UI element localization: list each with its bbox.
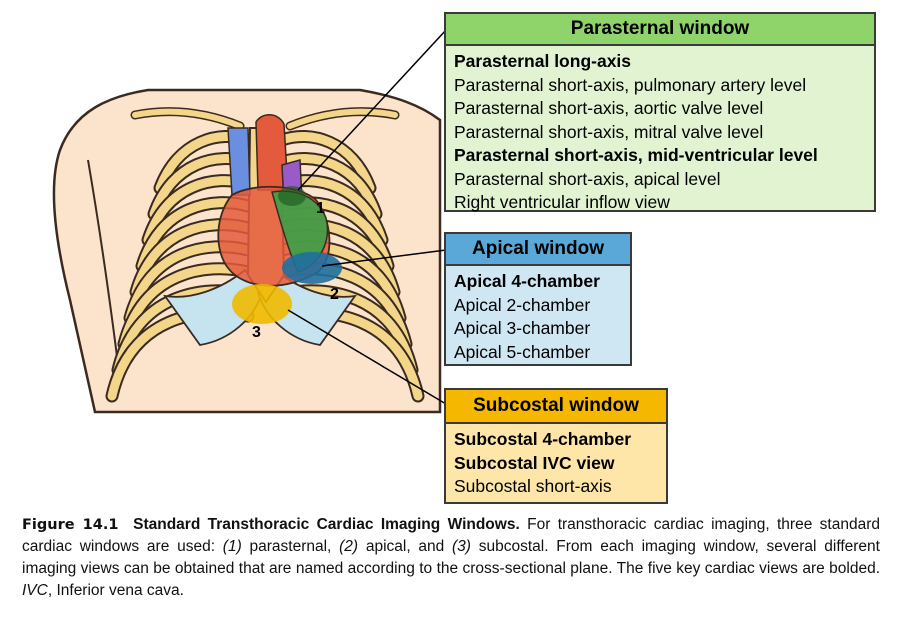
view-psax-pulmonary-artery: Parasternal short-axis, pulmonary artery… [454,74,807,95]
caption-item-3: (3) [452,538,471,555]
view-apical-5-chamber: Apical 5-chamber [454,341,591,362]
parasternal-window-header: Parasternal window [444,12,876,46]
apical-window-header: Apical window [444,232,632,266]
subcostal-views-list: Subcostal 4-chamber Subcostal IVC view S… [444,422,668,504]
parasternal-window-spot [278,186,306,206]
parasternal-leader-line [297,29,447,191]
view-rv-inflow: Right ventricular inflow view [454,192,670,212]
marker-3: 3 [252,324,261,341]
marker-2: 2 [330,286,339,303]
view-subcostal-ivc: Subcostal IVC view [454,452,615,473]
superior-vena-cava [227,127,251,196]
arm-crease-left [87,159,121,381]
caption-text-2: parasternal, [241,538,340,555]
marker-1: 1 [316,200,325,217]
view-psax-apical: Parasternal short-axis, apical level [454,168,721,189]
view-psax-aortic-valve: Parasternal short-axis, aortic valve lev… [454,98,764,118]
caption-abbreviation: IVC [22,582,48,599]
subcostal-leader-line [287,309,447,405]
caption-text-5: , Inferior vena cava. [47,582,184,599]
rib-right-2 [277,154,381,219]
clavicle-right-fill [287,108,398,129]
view-apical-2-chamber: Apical 2-chamber [454,294,591,315]
view-subcostal-4-chamber: Subcostal 4-chamber [454,429,631,449]
view-parasternal-long-axis: Parasternal long-axis [454,51,632,71]
caption-text-3: apical, and [358,538,453,555]
apical-leader-line [321,249,447,267]
figure-number: Figure 14.1 [22,517,119,533]
subcostal-window-spot [232,284,292,324]
view-psax-mitral-valve: Parasternal short-axis, mitral valve lev… [454,121,764,142]
caption-item-1: (1) [222,538,242,555]
view-apical-4-chamber: Apical 4-chamber [454,271,600,291]
figure-title: Standard Transthoracic Cardiac Imaging W… [133,516,520,533]
apical-views-list: Apical 4-chamber Apical 2-chamber Apical… [444,264,632,366]
view-apical-3-chamber: Apical 3-chamber [454,318,591,338]
view-subcostal-short-axis: Subcostal short-axis [454,476,612,496]
rib-right-1 [277,132,375,193]
caption-text-4: subcostal. From each imaging window, sev… [22,538,880,577]
parasternal-views-list: Parasternal long-axis Parasternal short-… [444,44,876,212]
caption-text-1: For transthoracic cardiac imaging, three… [22,516,880,555]
view-psax-mid-ventricular: Parasternal short-axis, mid-ventricular … [454,145,818,165]
clavicle-left-fill [132,108,243,129]
caption-item-2: (2) [339,538,359,555]
figure-caption: Figure 14.1 Standard Transthoracic Cardi… [22,514,880,602]
apical-window-spot [282,252,342,284]
subcostal-window-header: Subcostal window [444,388,668,424]
